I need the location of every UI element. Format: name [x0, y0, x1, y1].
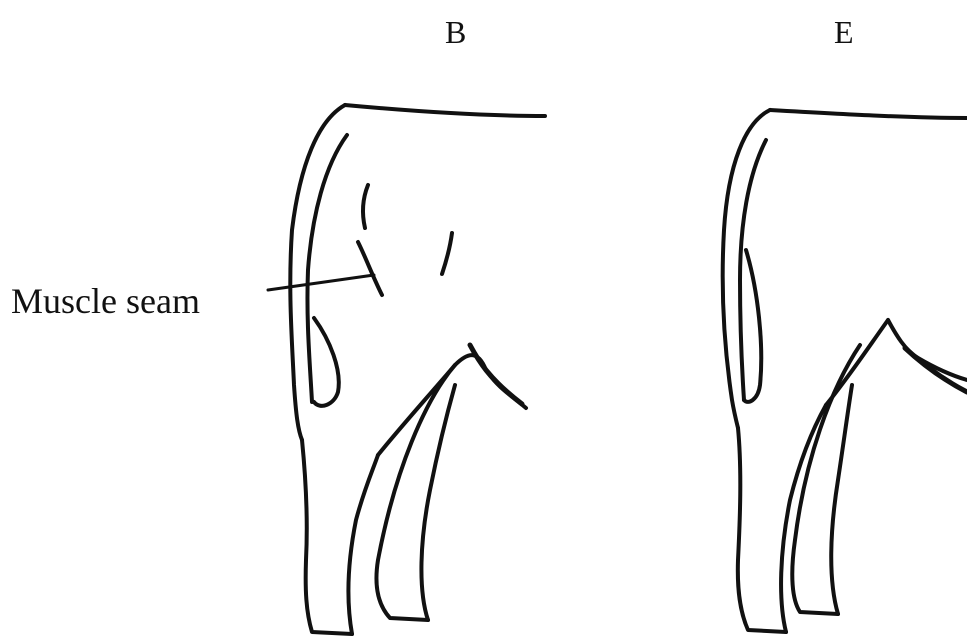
rump-outline-e [723, 110, 770, 428]
far-leg-e [792, 345, 860, 614]
hindquarter-e [723, 110, 967, 632]
hindquarter-b [268, 105, 545, 634]
belly-shadow-b [470, 345, 522, 404]
muscle-seam-lower [358, 242, 382, 295]
tail-b [307, 135, 347, 402]
muscle-seam-upper [363, 185, 368, 228]
tail-switch-b [314, 318, 339, 406]
belly-shadow-e [905, 348, 967, 392]
rear-leg-inner-e [781, 405, 826, 632]
belly-line-e [888, 320, 967, 380]
rear-leg-outer-b [302, 440, 352, 634]
far-leg-back-b [421, 385, 455, 620]
muscle-seam-leader [268, 275, 374, 290]
back-line-e [770, 110, 967, 118]
flank-mark [442, 233, 452, 274]
far-leg-back-e [831, 385, 852, 614]
far-leg-b [377, 365, 456, 620]
rear-leg-inner-b [349, 455, 378, 634]
rear-leg-outer-e [738, 428, 786, 632]
back-line-b [345, 105, 545, 116]
tail-switch-e [744, 250, 761, 402]
